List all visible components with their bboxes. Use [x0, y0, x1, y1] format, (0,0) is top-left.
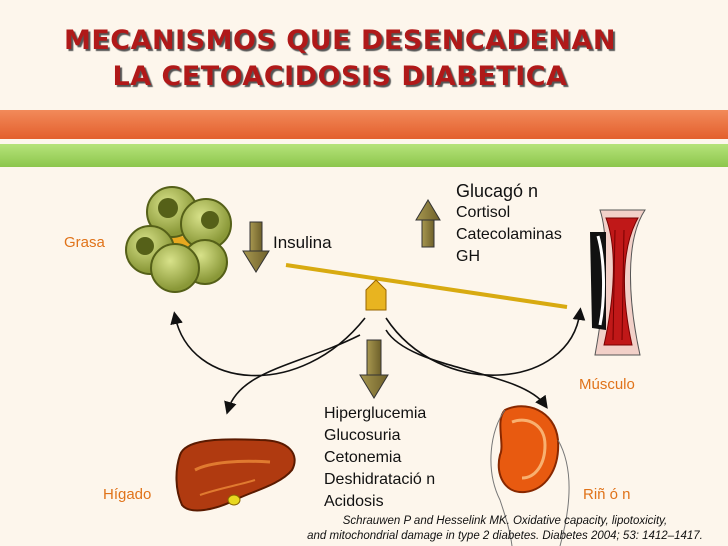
arrow-to-liver [224, 334, 361, 415]
effects-list: Hiperglucemia Glucosuria Cetonemia Deshi… [324, 403, 435, 513]
effect-item: Hiperglucemia [324, 405, 427, 422]
liver-icon [175, 438, 296, 512]
effect-item: Acidosis [324, 493, 384, 510]
muscle-icon [590, 209, 646, 356]
effects-down-arrow-icon [359, 339, 389, 399]
effect-item: Cetonemia [324, 449, 402, 466]
citation-line2: and mitochondrial damage in type 2 diabe… [307, 530, 703, 542]
label-musculo: Músculo [579, 376, 635, 393]
balance-scale-icon [285, 263, 568, 311]
decorative-green-band [0, 144, 728, 167]
increased-hormones-list: Glucagó n Cortisol Catecolaminas GH [456, 180, 562, 268]
label-insulina: Insulina [273, 233, 332, 252]
label-grasa: Grasa [64, 234, 105, 251]
effect-item: Glucosuria [324, 427, 401, 444]
decorative-orange-band [0, 110, 728, 139]
label-higado: Hígado [103, 486, 152, 503]
fat-cells-icon [125, 186, 232, 293]
effect-item: Deshidratació n [324, 471, 436, 488]
label-rinon: Riñ ó n [583, 486, 631, 503]
kidney-icon [490, 405, 570, 546]
hormone-item: Cortisol [456, 204, 511, 221]
hormone-item: Catecolaminas [456, 226, 562, 243]
hormone-item: GH [456, 248, 480, 265]
arrow-to-muscle [385, 307, 586, 376]
hormone-item: Glucagó n [456, 181, 539, 201]
page-title-line2: LA CETOACIDOSIS DIABETICA [112, 61, 568, 92]
arrow-to-kidney [385, 329, 548, 409]
insulin-down-arrow-icon [242, 221, 270, 273]
page-title-line1: MECANISMOS QUE DESENCADENAN [64, 25, 616, 56]
hormones-up-arrow-icon [415, 199, 441, 248]
citation-line1: Schrauwen P and Hesselink MK. Oxidative … [342, 515, 668, 527]
